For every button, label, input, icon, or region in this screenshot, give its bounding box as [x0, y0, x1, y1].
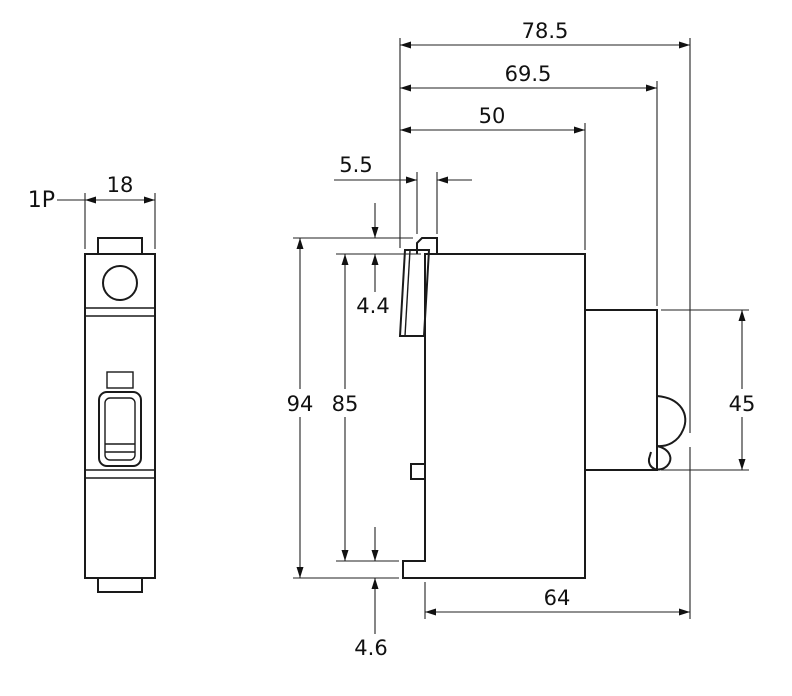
pole-count-label: 1P — [28, 188, 55, 213]
dimension-depth-to-clip: 69.5 — [400, 62, 657, 92]
depth-to-clip-label: 69.5 — [505, 62, 552, 86]
din-rail-block — [585, 309, 658, 471]
dimension-overall-height: 94 — [278, 238, 322, 578]
front-indicator-window — [102, 265, 138, 301]
top-tab-height-label: 4.4 — [356, 294, 389, 318]
terminal-cover-inner-line — [404, 249, 411, 337]
din-latch-hook — [647, 445, 672, 471]
toggle-lever-outline — [98, 391, 142, 467]
dimension-upper-depth: 50 — [400, 104, 585, 134]
body-height-label: 85 — [332, 392, 359, 416]
base-depth-label: 64 — [544, 586, 571, 610]
top-tab-width-label: 5.5 — [339, 153, 372, 177]
dimension-base-depth: 64 — [425, 586, 690, 616]
terminal-cover — [398, 249, 431, 337]
side-top-tab — [416, 237, 438, 254]
extension-lines — [84, 38, 749, 619]
toggle-lever-inner — [104, 397, 136, 461]
din-section-height-label: 45 — [729, 392, 756, 416]
foot-height-label: 4.6 — [354, 636, 387, 660]
dimension-din-section-height: 45 — [720, 310, 764, 470]
label-backing — [278, 389, 322, 417]
overall-depth-label: 78.5 — [522, 19, 569, 43]
upper-depth-label: 50 — [479, 104, 506, 128]
overall-height-label: 94 — [287, 392, 314, 416]
side-view — [398, 237, 687, 579]
dimension-foot-height: 4.6 — [354, 527, 388, 660]
front-bottom-cap — [97, 578, 143, 593]
front-top-cap — [97, 237, 143, 254]
dimension-top-tab-width: 5.5 — [334, 153, 472, 184]
side-terminal-notch — [410, 463, 425, 480]
label-backing — [720, 389, 764, 417]
dimension-front-width: 18 1P — [28, 173, 155, 213]
label-backing — [323, 389, 367, 417]
dimension-overall-depth: 78.5 — [400, 19, 690, 49]
front-body-outline — [84, 253, 156, 579]
front-width-label: 18 — [107, 173, 134, 197]
dimensions: 78.5 69.5 50 5.5 4.4 94 85 — [28, 19, 764, 660]
dimension-body-height: 85 — [323, 254, 367, 561]
side-body-outline — [402, 253, 586, 579]
dimension-top-tab-height: 4.4 — [356, 203, 390, 318]
front-view — [84, 237, 156, 593]
din-latch-bulge — [656, 395, 687, 448]
front-label-window — [106, 371, 134, 389]
